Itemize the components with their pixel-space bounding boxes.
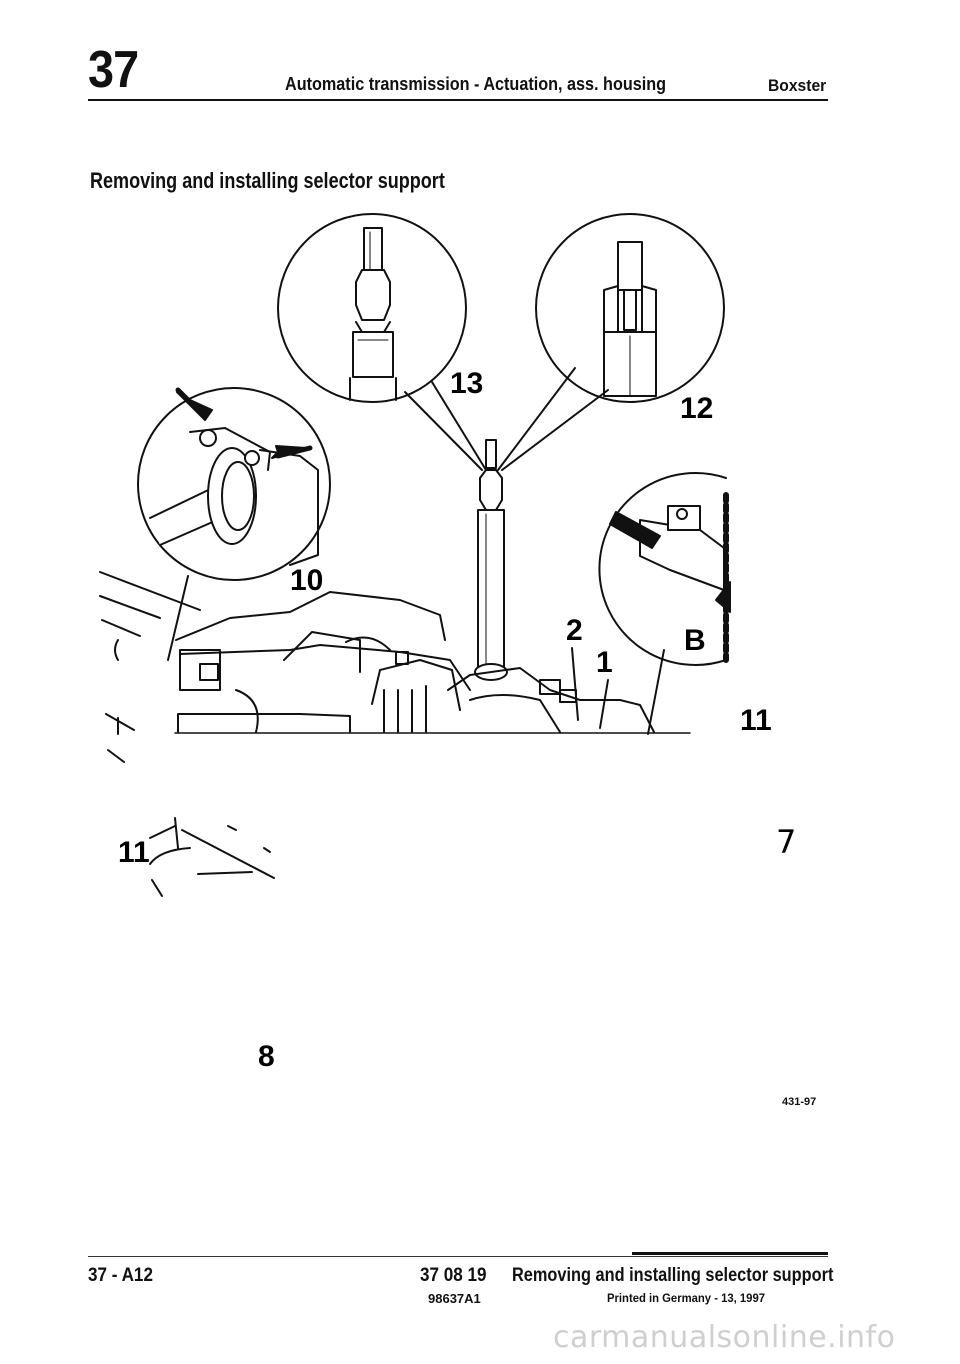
- section-title: Removing and installing selector support: [90, 168, 445, 193]
- selector-lever: [474, 439, 508, 681]
- callout-11-lower: 11: [118, 836, 150, 869]
- header-rule: [88, 99, 828, 101]
- arrow-line: [175, 387, 203, 415]
- leader-2: [571, 647, 579, 721]
- callout-10: 10: [290, 564, 323, 597]
- selector-housing: [174, 591, 691, 734]
- footer-title: Removing and installing selector support: [512, 1265, 834, 1286]
- leader-12: [497, 367, 576, 471]
- footer-rule-heavy: [632, 1252, 828, 1255]
- callout-8: 8: [258, 1040, 275, 1073]
- watermark: carmanualsonline.info: [553, 1320, 896, 1355]
- figure-code: 431-97: [782, 1096, 817, 1108]
- detail-circle-12: [535, 213, 725, 403]
- part-number: 98637A1: [428, 1291, 481, 1306]
- arrow-icon: [715, 581, 731, 613]
- clamp-detail-11: [639, 492, 729, 663]
- header-title: Automatic transmission - Actuation, ass.…: [285, 74, 667, 94]
- page-number: 37 - A12: [88, 1265, 153, 1286]
- callout-2: 2: [566, 614, 583, 647]
- callout-1: 1: [596, 646, 613, 679]
- callout-7: 7: [776, 823, 796, 861]
- lever-end-detail-13: [349, 227, 397, 401]
- shaft-detail-10: [149, 427, 319, 566]
- chapter-number: 37: [88, 41, 139, 99]
- detail-circle-11: [598, 472, 727, 666]
- footer-code: 37 08 19: [420, 1265, 487, 1286]
- detail-circle-10: [137, 387, 331, 581]
- detail-circle-13: [277, 213, 467, 403]
- arrow-icon: [609, 511, 661, 549]
- footer-rule: [88, 1256, 828, 1257]
- callout-13: 13: [450, 367, 483, 400]
- leader-13: [404, 391, 483, 471]
- print-info: Printed in Germany - 13, 1997: [607, 1291, 765, 1305]
- leader-10: [167, 575, 189, 661]
- leader-1: [599, 679, 609, 729]
- header-model: Boxster: [768, 76, 827, 95]
- callout-b: B: [684, 624, 706, 657]
- lever-end-detail-12: [603, 241, 657, 397]
- callout-12: 12: [680, 392, 713, 425]
- callout-11-right: 11: [740, 704, 772, 737]
- leader-11: [647, 649, 665, 735]
